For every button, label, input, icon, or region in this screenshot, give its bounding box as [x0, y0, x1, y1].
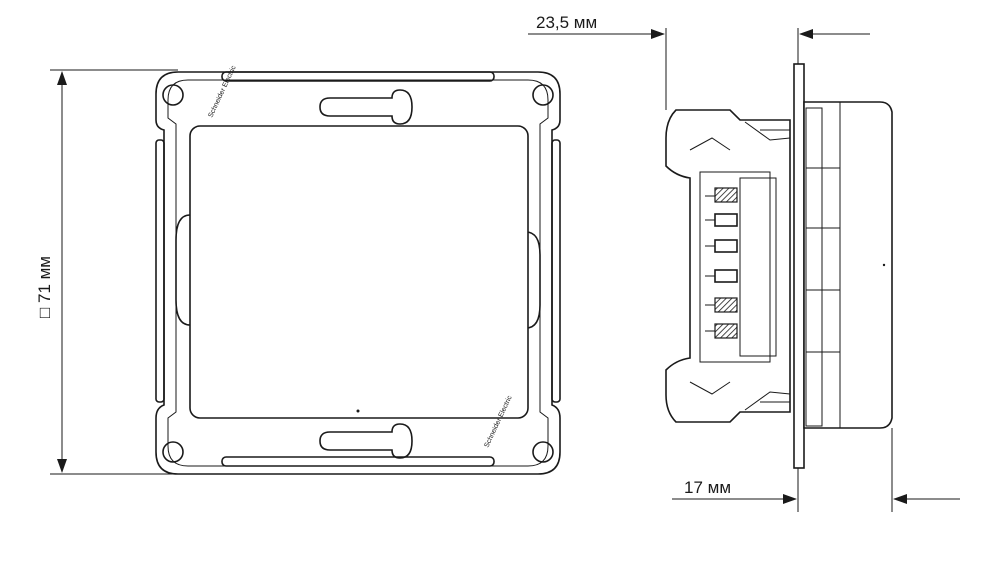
slot-left — [155, 139, 165, 403]
protrusion-dimension: 17 мм — [672, 428, 960, 512]
terminal-4 — [714, 269, 738, 283]
side-clip-left — [175, 214, 191, 326]
mounting-frame-inner — [167, 79, 549, 467]
side-view — [665, 63, 893, 469]
slot-top — [221, 71, 495, 82]
terminal-3 — [714, 239, 738, 253]
terminal-2 — [714, 213, 738, 227]
screw-hole-top-left — [162, 84, 184, 106]
height-dimension: □ 71 мм — [35, 69, 178, 475]
side-mechanism-body — [665, 109, 791, 423]
terminal-1 — [714, 187, 738, 203]
front-view: Schneider Electric Schneider Electric — [155, 64, 561, 475]
screw-hole-bottom-right — [532, 441, 554, 463]
mounting-frame — [155, 71, 561, 475]
screw-hole-top-right — [532, 84, 554, 106]
keyhole-slot-top — [319, 89, 413, 125]
side-front-cover — [803, 101, 893, 429]
slot-right — [551, 139, 561, 403]
depth-label: 23,5 мм — [536, 13, 597, 32]
keyhole-slot-bottom — [319, 423, 413, 459]
marker-dot — [356, 409, 360, 413]
side-clip-right — [525, 231, 541, 329]
terminal-6 — [714, 323, 738, 339]
protrusion-label: 17 мм — [684, 478, 731, 497]
height-label: □ 71 мм — [35, 256, 54, 318]
screw-hole-bottom-left — [162, 441, 184, 463]
switch-key — [189, 125, 529, 419]
side-mounting-plate — [793, 63, 805, 469]
depth-dimension: 23,5 мм — [528, 13, 870, 110]
terminal-5 — [714, 297, 738, 313]
slot-bottom — [221, 456, 495, 467]
